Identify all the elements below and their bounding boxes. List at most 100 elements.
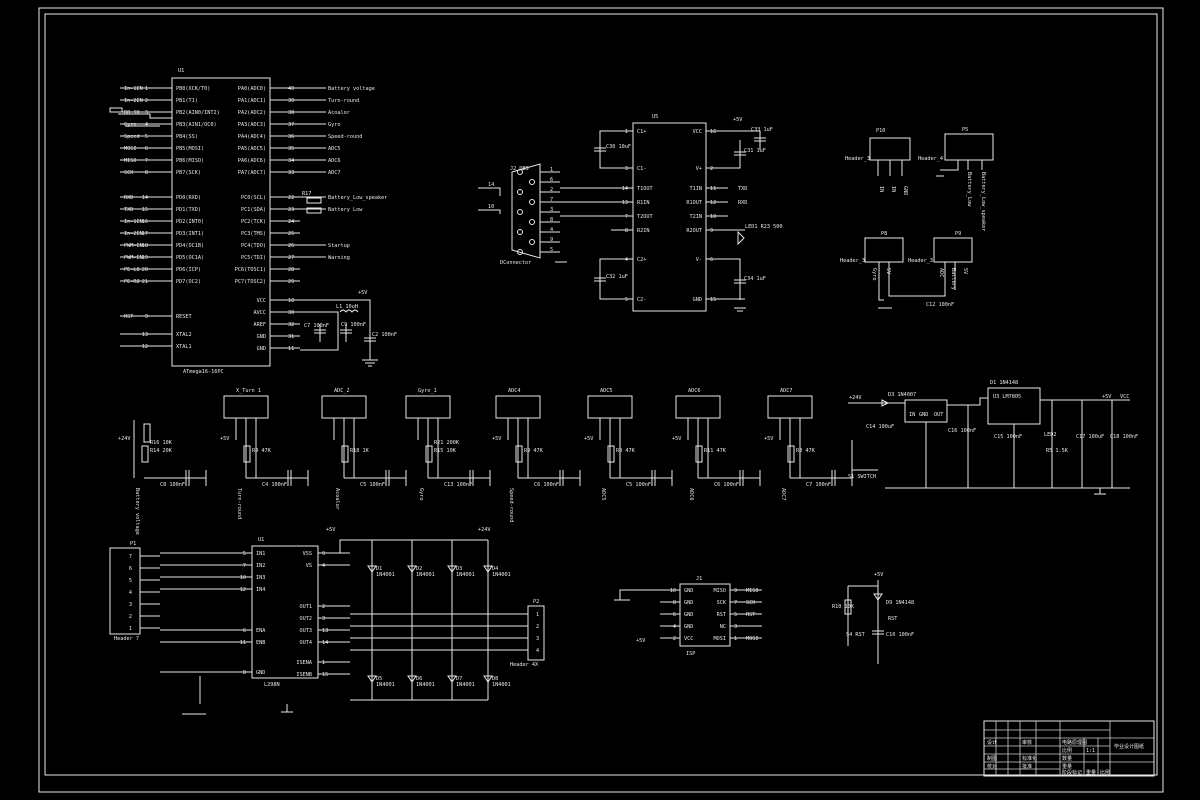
max232-left-pin-label: C1-: [637, 166, 646, 172]
c32-label: C32 1uF: [606, 274, 628, 280]
l298n-right-pin-num: 14: [322, 640, 328, 646]
max232-right-pin-label: T2IN: [690, 214, 703, 220]
diode-icon: [483, 675, 493, 683]
l1-label: L1 10uH: [336, 304, 358, 310]
sensor-vcc-label: +5V: [764, 436, 773, 442]
mcu-right-net: ADC7: [328, 170, 341, 176]
gyro-wire: [118, 113, 172, 119]
c7-label: C7 100nF: [304, 323, 329, 329]
mcu-right-pin-label: PC4(TDO): [241, 243, 266, 249]
max232-right-pin-num: 2: [710, 166, 713, 172]
p9-pin-label: Battery: [950, 268, 956, 290]
isp-right-net: MOSI: [746, 636, 759, 642]
p10-ref: P10: [876, 128, 885, 134]
diode-top-part: 1N4001: [416, 572, 435, 578]
diode-top-ref: D2: [416, 566, 422, 572]
mcu-left-net: RXD: [124, 195, 133, 201]
p9-header: [933, 237, 973, 263]
isp-right-net: MISO: [746, 588, 759, 594]
pwr-vin: +24V: [849, 395, 862, 401]
sensor-resistor-label: R11 47K: [704, 448, 727, 454]
max232-right-pin-label: R1OUT: [686, 200, 702, 206]
db9-side-wire-2: [478, 209, 501, 214]
sensor-name: Acoalor: [334, 488, 340, 510]
l298n-left-pin-label: ENA: [256, 628, 266, 634]
max232-left-pin-num: 1: [625, 129, 628, 135]
p5-name: Header_4: [918, 156, 943, 162]
sensor-resistor: [243, 445, 251, 463]
tb-small-3: 比例: [1100, 769, 1110, 776]
l298n-left-pin-label: IN1: [256, 551, 265, 557]
sensor-resistor-label: R4 47K: [252, 448, 272, 454]
max232-right-pin-label: R2OUT: [686, 228, 702, 234]
mcu-right-pin-num: 24: [288, 219, 294, 225]
sensor-header: [767, 395, 813, 419]
sensor-cap-label: C6 100nF: [714, 482, 739, 488]
tb-r3c5: 重量: [1062, 763, 1072, 770]
sensor-vcc-label: +5V: [584, 436, 593, 442]
mcu-left-net: PE-R8: [124, 279, 140, 285]
mcu-right-pin-num: 26: [288, 243, 294, 249]
diode-top-ref: D1: [376, 566, 382, 572]
mcu-left-net: PE-L8: [124, 267, 140, 273]
l298n-right-pin-label: OUT3: [300, 628, 313, 634]
max232-left-pin-label: R2IN: [637, 228, 650, 234]
p2-name: Header 4X: [510, 662, 539, 668]
sensor-vcc-label: +5V: [672, 436, 681, 442]
diode-icon: [447, 675, 457, 683]
diode-bot-part: 1N4001: [492, 682, 511, 688]
mcu-left-pin-label: PB3(AIN1/OC0): [176, 122, 217, 128]
max232-left-pin-label: T1OUT: [637, 186, 653, 192]
mcu-right-pin-num: 27: [288, 255, 294, 261]
l298n-left-pin-label: ENB: [256, 640, 265, 646]
mcu-left-net: RST: [124, 314, 133, 320]
max232-left-pin-label: C2-: [637, 297, 646, 303]
tb-r1c3: 审核: [1022, 739, 1032, 746]
mcu-left-pin-num: 4: [145, 122, 148, 128]
l298n-left-pin-num: 12: [240, 587, 246, 593]
mcu-right-pin-label: PC2(TCK): [241, 219, 266, 225]
sensor-header: [321, 395, 367, 419]
sensor-header-label: ADC4: [508, 388, 521, 394]
l298n-right-pin-label: ISENA: [296, 660, 312, 666]
diode-bot-ref: D8: [492, 676, 498, 682]
title-block: 毕业设计图纸 设计 审核 比例 1:1 制图 标准化 数量 校对 批准 重量 阶…: [983, 720, 1155, 777]
sensor-resistor: [341, 445, 349, 463]
c30-label: C30 10uF: [606, 144, 631, 150]
mcu-right-net: Acoalor: [328, 110, 350, 116]
tb-small-2: 重量: [1086, 769, 1096, 776]
mcu-5v-label: +5V: [358, 290, 367, 296]
mcu-left-pin-label: PB2(AIN0/INT2): [176, 110, 220, 116]
isp-left-pin-label: GND: [684, 588, 693, 594]
mcu-left-net: PWM-EN: [124, 255, 143, 261]
title-block-frame: [983, 720, 1155, 777]
mcu-left-pin-num: 1: [145, 86, 148, 92]
isp-name: ISP: [686, 651, 695, 657]
sensor-name: Speed-round: [508, 488, 514, 522]
diode-top-part: 1N4001: [456, 572, 475, 578]
isp-right-net: RST: [746, 612, 755, 618]
sensor-header: [495, 395, 541, 419]
db9-pin-num: 2: [550, 187, 553, 193]
mcu-left-pin-num: 12: [142, 344, 148, 350]
mcu-left-pin-num: 6: [145, 146, 148, 152]
sensor-header: [587, 395, 633, 419]
mcu-left-pin-label: PB5(MOSI): [176, 146, 204, 152]
sensor-resistor-label: R18 1K: [350, 448, 370, 454]
mcu-left-pin-num: 5: [145, 134, 148, 140]
l298n-right-pin-num: 3: [322, 616, 325, 622]
db9-pin: [529, 199, 535, 205]
p5-ref: P5: [962, 127, 968, 133]
l298n-right-pin-label: VSS: [303, 551, 312, 557]
max232-left-pin-label: C1+: [637, 129, 646, 135]
mcu-right-pin-label: GND: [257, 346, 266, 352]
d1-label: D1 1N4148: [990, 380, 1018, 386]
mcu-right-pin-label: PA7(ADC7): [238, 170, 266, 176]
mcu-left-net: Speed: [124, 134, 140, 140]
l298n-left-pin-label: IN3: [256, 575, 265, 581]
p1-header: [109, 547, 141, 635]
mcu-left-pin-num: 2: [145, 98, 148, 104]
